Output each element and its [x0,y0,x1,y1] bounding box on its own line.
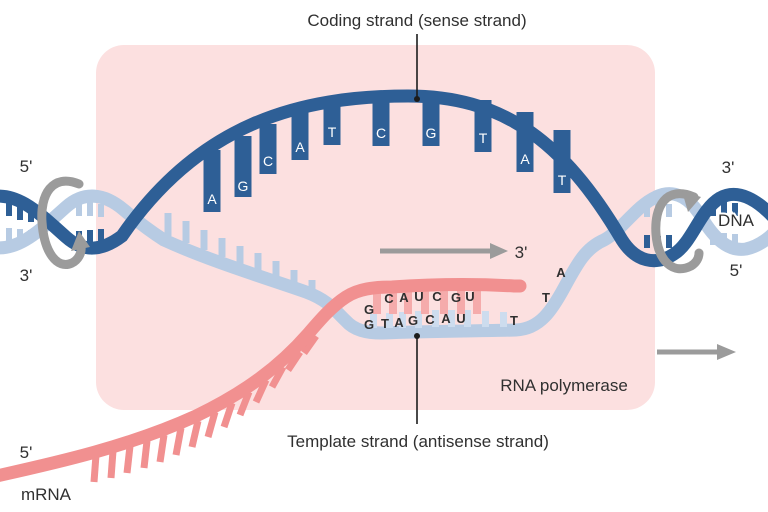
template-base-4: C [425,312,435,327]
coding-strand-bases: A G C A T C G T A T [207,124,566,207]
left-3-prime-label: 3' [20,266,33,285]
mrna-base-4: C [432,289,442,304]
template-hybrid-teeth [370,310,507,328]
template-base-1: T [381,316,389,331]
template-base-6: U [456,311,465,326]
left-5-prime-label: 5' [20,157,33,176]
right-unwinding-arrow-icon [651,189,704,274]
coding-base-a3: A [520,151,530,167]
mrna-base-5: G [451,290,461,305]
coding-base-t2: T [479,130,488,146]
coding-base-g2: G [426,125,437,141]
coding-base-t1: T [328,124,337,140]
polymerase-movement-arrow-icon [657,344,736,360]
mrna-base-2: A [399,290,409,305]
mrna-base-6: U [465,289,474,304]
template-strand-bases: G T A G C A U T A T [364,265,566,332]
mrna-strand [0,278,527,483]
coding-base-g1: G [238,178,249,194]
coding-strand-teeth [203,95,571,212]
template-strand-pointer [414,333,420,424]
template-base-0: G [364,317,374,332]
transcription-direction-arrow-icon [380,243,508,259]
mrna-label: mRNA [21,485,72,504]
mrna-bases: G C A U C G U [364,289,475,317]
mrna-base-3: U [414,289,423,304]
coding-strand-label: Coding strand (sense strand) [307,11,526,30]
coding-base-c2: C [376,125,386,141]
coding-base-t3: T [558,172,567,188]
right-3-prime-label: 3' [722,158,735,177]
right-5-prime-label: 5' [730,261,743,280]
dna-label: DNA [718,211,755,230]
template-base-3: G [408,313,418,328]
mrna-base-1: C [384,291,394,306]
coding-strand-pointer [414,34,420,102]
mrna-base-0: G [364,302,374,317]
mrna-hybrid-teeth [373,289,481,314]
diagram-labels: Coding strand (sense strand) Template st… [20,11,757,504]
mrna-backbone [0,278,527,482]
coding-base-c1: C [263,153,273,169]
left-unwinding-arrow-icon [37,176,90,269]
template-base-5: A [441,311,451,326]
coding-base-a1: A [207,191,217,207]
mrna-tail-teeth [90,333,319,483]
coding-base-a2: A [295,139,305,155]
template-upcoming-base-t: T [542,290,550,305]
template-strand-label: Template strand (antisense strand) [287,432,549,451]
template-upcoming-base-a: A [556,265,566,280]
rna-polymerase-label: RNA polymerase [500,376,628,395]
template-base-7: T [510,313,518,328]
mrna-5-prime-label: 5' [20,443,33,462]
template-base-2: A [394,315,404,330]
direction-3-prime-label: 3' [515,243,528,262]
